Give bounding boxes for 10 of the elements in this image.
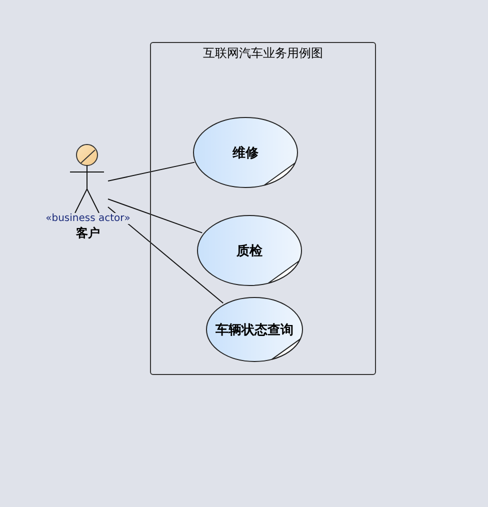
use-case-label: 质检 xyxy=(236,242,262,260)
boundary-title: 互联网汽车业务用例图 xyxy=(202,45,324,62)
stereotype-label: «business actor» xyxy=(46,213,130,224)
use-case-label: 车辆状态查询 xyxy=(216,322,294,338)
association-line xyxy=(108,198,203,234)
association-line xyxy=(108,206,224,304)
association-line xyxy=(108,162,195,182)
use-case-label: 维修 xyxy=(232,144,258,162)
actor-name: 客户 xyxy=(75,225,101,242)
system-boundary xyxy=(150,42,376,375)
